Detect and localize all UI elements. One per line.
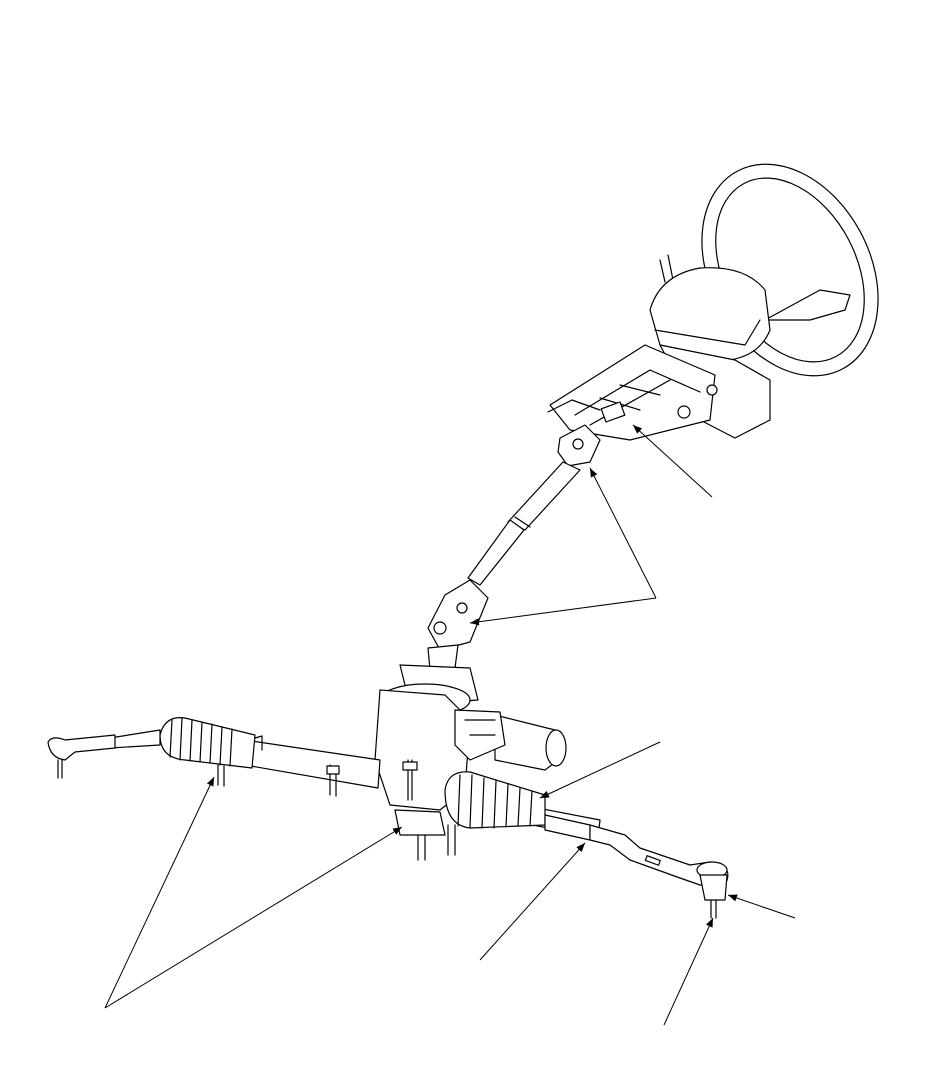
leader-ball-joint-stud: [663, 917, 714, 1026]
leader-boot: [539, 741, 661, 799]
steering-gearbox: [374, 664, 567, 861]
leader-tie-rod-locknut: [479, 842, 586, 961]
right-rack-boot: [444, 771, 546, 829]
upper-universal-joint: [557, 424, 601, 467]
intermediate-shaft: [467, 461, 581, 586]
leader-left-mount: [104, 776, 215, 1009]
leader-upper-joint: [589, 467, 657, 599]
steering-column: [547, 344, 718, 441]
leader-gearbox-mount: [104, 826, 403, 1009]
leader-steering-column: [632, 424, 713, 498]
left-rack-boot: [159, 717, 263, 787]
leader-ball-joint: [727, 894, 796, 919]
leader-lines: [104, 424, 796, 1026]
lower-universal-joint: [427, 579, 489, 671]
leader-lower-joint: [469, 597, 657, 626]
left-tie-rod-end: [47, 729, 161, 779]
right-tie-rod-end: [544, 814, 729, 919]
